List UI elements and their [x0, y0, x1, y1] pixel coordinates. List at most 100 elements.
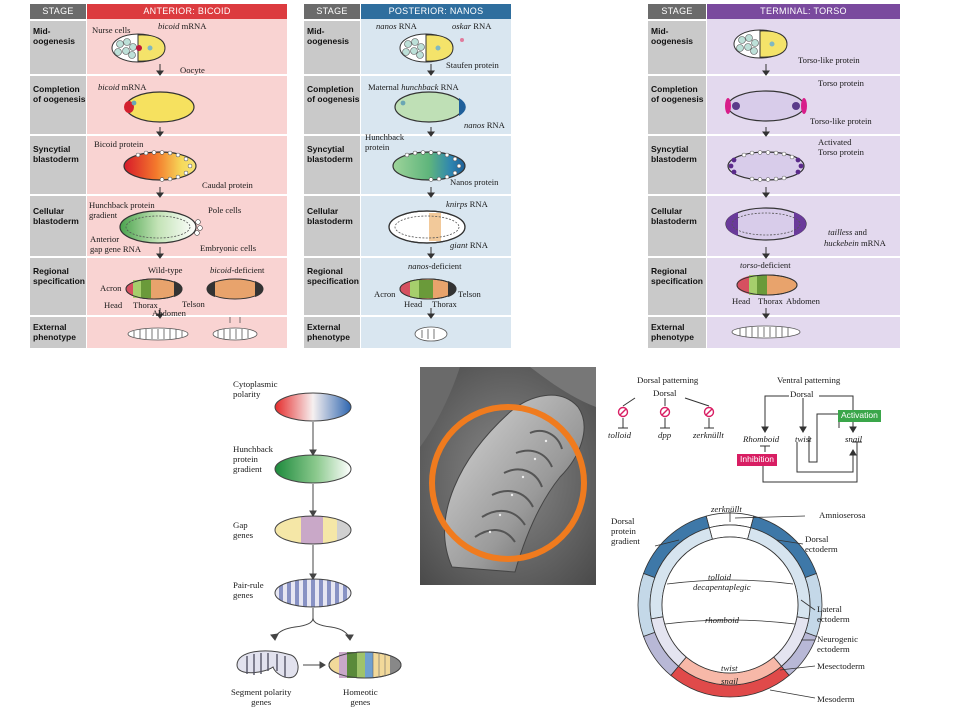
ventral-patterning-dorsal: Dorsal — [790, 389, 814, 399]
label-torso-like-2: Torso-like protein — [810, 116, 872, 126]
posterior-stage-syncytial: Syncytial blastoderm — [307, 144, 353, 164]
anterior-egg-chamber — [111, 33, 166, 63]
anterior-syncytial-embryo — [123, 150, 197, 182]
ring-rhomboid: rhomboid — [705, 615, 740, 625]
embryo-sem-photo — [420, 367, 596, 585]
label-bicoid-2: bicoid — [98, 82, 120, 92]
ring-twist: twist — [721, 663, 738, 673]
terminal-cellular-embryo — [725, 207, 807, 241]
dorsal-target-zerknullt: zerknüllt — [693, 430, 724, 440]
anterior-larva-phenotypes — [127, 317, 258, 341]
label-torso-like: Torso-like protein — [798, 55, 860, 65]
ring-dpp: decapentaplegic — [693, 582, 751, 592]
posterior-syncytial-embryo — [392, 150, 466, 182]
stage-label-completion: Completion of oogenesis — [33, 84, 86, 104]
label-caudal-protein: Caudal protein — [202, 180, 253, 190]
embryo-cross-section: zerknüllt Dorsal protein gradient tolloi… — [605, 500, 895, 715]
label-wild-type: Wild-type — [148, 265, 183, 275]
posterior-panel-graphics — [304, 4, 511, 348]
terminal-larva-phenotype — [731, 325, 801, 339]
label-nanos-deficient: -deficient — [428, 261, 462, 271]
dorsal-target-dpp: dpp — [658, 430, 672, 440]
label-staufen: Staufen protein — [446, 60, 499, 70]
terminal-stage-phenotype: External phenotype — [651, 322, 694, 342]
terminal-torso-deficient-fate-map — [736, 274, 798, 296]
stage-label-phenotype: External phenotype — [33, 322, 76, 342]
label-knirps-rna: RNA — [469, 199, 488, 209]
ring-amnioserosa: Amnioserosa — [819, 510, 866, 520]
terminal-panel-graphics — [648, 4, 900, 348]
terminal-label-thorax: Thorax — [758, 296, 783, 306]
posterior-nanos-deficient-fate-map — [399, 278, 457, 300]
ring-lateral-ectoderm: Lateral ectoderm — [817, 604, 850, 624]
posterior-stage-phenotype: External phenotype — [307, 322, 350, 342]
ventral-twist: twist — [795, 434, 812, 444]
anterior-panel: STAGE ANTERIOR: BICOID Mid- oogenesis Co… — [30, 4, 287, 348]
terminal-egg-chamber — [733, 29, 788, 59]
terminal-stage-syncytial: Syncytial blastoderm — [651, 144, 697, 164]
ring-dorsal-ectoderm: Dorsal ectoderm — [805, 534, 838, 554]
posterior-larva-phenotype — [414, 326, 448, 342]
ring-interior — [661, 536, 799, 674]
label-hunchback: hunchback — [401, 82, 439, 92]
cascade-segment-polarity-label: Segment polarity genes — [231, 687, 292, 707]
anterior-panel-graphics — [30, 4, 287, 348]
label-anterior-gap: Anterior gap gene RNA — [90, 234, 142, 254]
anterior-bicoid-deficient-fate-map — [206, 278, 264, 300]
posterior-panel: STAGE POSTERIOR: NANOS Mid- oogenesis Co… — [304, 4, 511, 348]
terminal-title: TERMINAL: TORSO — [707, 4, 900, 19]
stage-label-syncytial: Syncytial blastoderm — [33, 144, 79, 164]
label-pole-cells: Pole cells — [208, 205, 242, 215]
label-and: and — [852, 227, 867, 237]
label-oskar-rna: RNA — [473, 21, 492, 31]
ring-snail: snail — [721, 676, 739, 686]
label-bicoid-protein: Bicoid protein — [94, 139, 144, 149]
label-torso-deficient: -deficient — [757, 260, 791, 270]
label-telson: Telson — [182, 299, 205, 309]
stage-label-mid-oogenesis: Mid- oogenesis — [33, 26, 76, 46]
cascade-pair-rule-label: Pair-rule genes — [233, 580, 264, 600]
posterior-label-telson: Telson — [458, 289, 481, 299]
terminal-stage-completion: Completion of oogenesis — [651, 84, 704, 104]
posterior-label-acron: Acron — [374, 289, 396, 299]
label-nurse-cells: Nurse cells — [92, 25, 131, 35]
label-nanos: nanos — [376, 21, 397, 31]
dorsal-patterning-title: Dorsal patterning — [637, 375, 699, 385]
posterior-stage-completion: Completion of oogenesis — [307, 84, 360, 104]
ring-neurogenic-ectoderm: Neurogenic ectoderm — [817, 634, 859, 654]
ring-mesoderm: Mesoderm — [817, 694, 855, 704]
terminal-syncytial-embryo — [727, 150, 805, 182]
label-huckebein: huckebein — [824, 238, 859, 248]
label-bicoid-deficient: -deficient — [231, 265, 265, 275]
inhibition-badge: Inhibition — [737, 454, 778, 466]
posterior-egg-chamber — [399, 33, 464, 63]
label-embryonic-cells: Embryonic cells — [200, 243, 257, 253]
anterior-wildtype-fate-map — [125, 278, 183, 300]
label-hunchback-protein: Hunchback protein — [365, 132, 405, 152]
terminal-oocyte — [725, 90, 807, 122]
anterior-oocyte — [124, 91, 195, 123]
label-nanos-rna-2: RNA — [486, 120, 505, 130]
cascade-cytoplasmic-label: Cytoplasmic polarity — [233, 379, 278, 399]
label-mrna-2: mRNA — [121, 82, 147, 92]
label-torso-protein: Torso protein — [818, 78, 864, 88]
dorsal-patterning-dorsal: Dorsal — [653, 388, 677, 398]
posterior-title: POSTERIOR: NANOS — [361, 4, 511, 19]
gene-cascade-graphics — [236, 392, 402, 679]
label-tailless: tailless — [828, 227, 853, 237]
anterior-cellular-embryo — [119, 210, 203, 244]
posterior-stage-regional: Regional specification — [307, 266, 359, 286]
stage-label-regional: Regional specification — [33, 266, 85, 286]
segment-polarity-embryo — [236, 650, 299, 679]
label-nanos-rna: RNA — [398, 21, 417, 31]
label-nanos-2: nanos — [464, 120, 485, 130]
ring-dorsal-gradient: Dorsal protein gradient — [611, 516, 640, 546]
label-torso-deficient-gene: torso — [740, 260, 758, 270]
stage-label-cellular: Cellular blastoderm — [33, 206, 79, 226]
posterior-label-head: Head — [404, 299, 423, 309]
label-abdomen: Abdomen — [152, 308, 186, 318]
ring-mesectoderm: Mesectoderm — [817, 661, 865, 671]
label-huckebein-mrna: mRNA — [858, 238, 886, 248]
anterior-stage-header: STAGE — [30, 4, 86, 19]
label-head: Head — [104, 300, 123, 310]
